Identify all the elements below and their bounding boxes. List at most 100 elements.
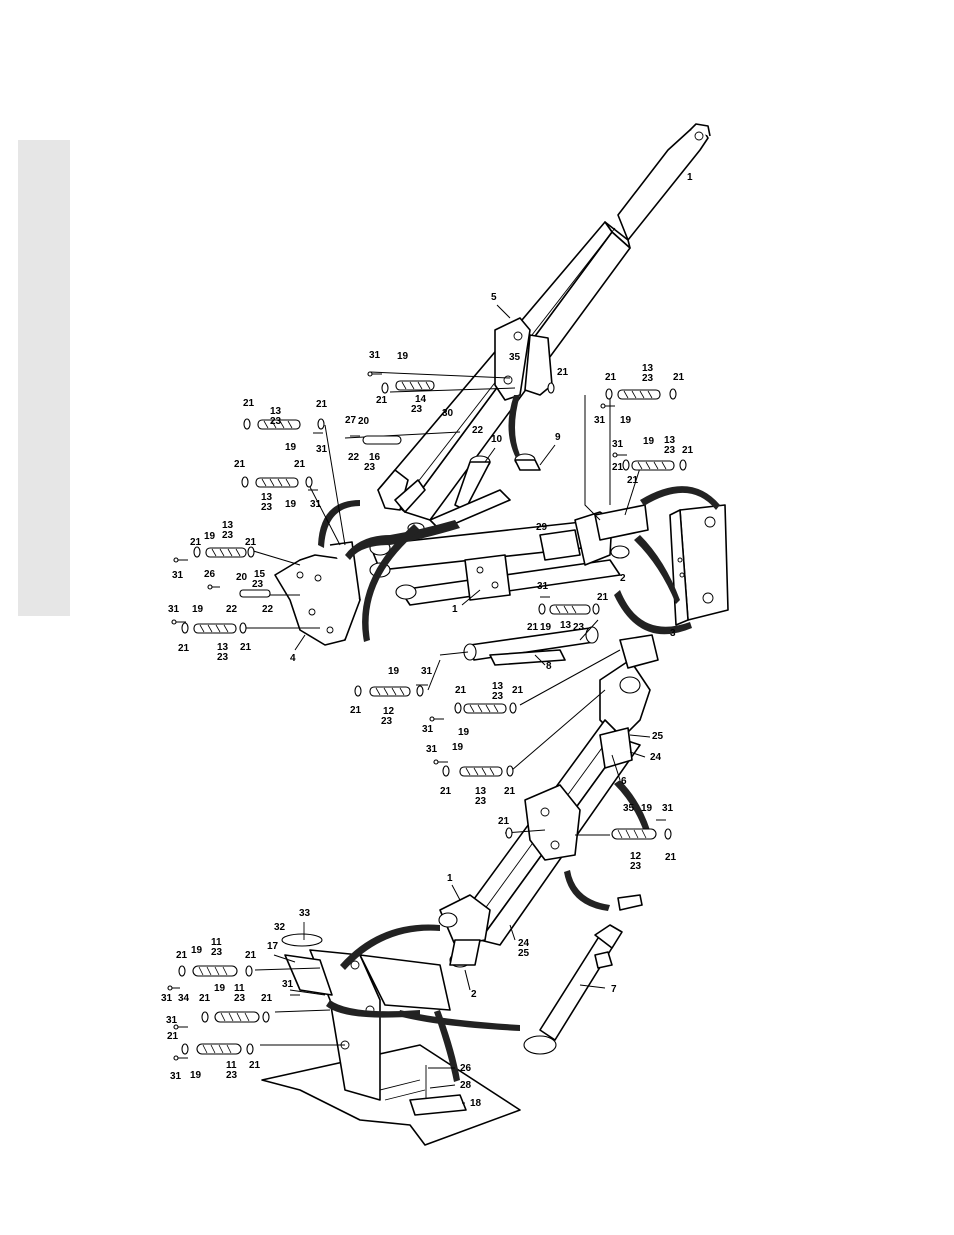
callout-label: 12 <box>383 706 395 717</box>
callout-label: 23 <box>270 416 282 427</box>
callout-label: 19 <box>620 415 632 426</box>
callout-label: 1 <box>447 873 453 884</box>
callout-label: 23 <box>211 947 223 958</box>
callout-label: 6 <box>621 776 627 787</box>
callout-label: 34 <box>178 993 190 1004</box>
callout-label: 31 <box>426 744 438 755</box>
callout-label: 21 <box>665 852 677 863</box>
callout-label: 21 <box>294 459 306 470</box>
callout-label: 1 <box>687 172 693 183</box>
callout-label: 9 <box>555 432 561 443</box>
callout-label: 21 <box>199 993 211 1004</box>
dipper-arm <box>377 123 711 521</box>
callout-label: 31 <box>369 350 381 361</box>
pin-13-h <box>463 703 507 714</box>
callout-label: 24 <box>650 752 662 763</box>
hardware-pins <box>167 371 687 1061</box>
pin-13-f <box>193 623 237 634</box>
callout-label: 16 <box>369 452 381 463</box>
callout-label: 31 <box>316 444 328 455</box>
callout-label: 21 <box>440 786 452 797</box>
callout-label: 21 <box>245 950 257 961</box>
callout-label: 23 <box>222 530 234 541</box>
callout-label: 20 <box>358 416 370 427</box>
callout-label: 23 <box>492 691 504 702</box>
callout-label: 31 <box>310 499 322 510</box>
washers <box>178 382 687 1055</box>
pin-13-g <box>549 604 591 615</box>
callout-label: 31 <box>282 979 294 990</box>
callout-label: 15 <box>254 569 266 580</box>
callout-label: 7 <box>611 984 617 995</box>
callout-label: 35 <box>509 352 521 363</box>
callout-label: 31 <box>170 1071 182 1082</box>
base-frame <box>261 922 521 1146</box>
callout-label: 21 <box>627 475 639 486</box>
callout-label: 22 <box>348 452 360 463</box>
callout-label: 23 <box>364 462 376 473</box>
callout-label: 19 <box>285 442 297 453</box>
side-tab <box>18 140 70 616</box>
callout-label: 31 <box>662 803 674 814</box>
callout-label: 3 <box>670 628 676 639</box>
callout-label: 31 <box>161 993 173 1004</box>
callout-label: 31 <box>537 581 549 592</box>
callout-label: 11 <box>211 937 222 948</box>
leader-lines <box>245 304 651 1104</box>
callout-label: 21 <box>504 786 516 797</box>
callout-label: 21 <box>682 445 694 456</box>
callout-label: 28 <box>460 1080 472 1091</box>
callout-label: 19 <box>190 1070 202 1081</box>
callout-label: 13 <box>270 406 282 417</box>
callout-label: 11 <box>226 1060 237 1071</box>
boom-upper-assembly <box>369 504 649 606</box>
callout-label: 21 <box>376 395 388 406</box>
callout-label: 23 <box>217 652 229 663</box>
callout-label: 31 <box>166 1015 178 1026</box>
callout-label: 13 <box>492 681 504 692</box>
callout-label: 21 <box>249 1060 261 1071</box>
swing-bracket <box>274 541 361 646</box>
callout-label: 23 <box>381 716 393 727</box>
callout-label: 31 <box>594 415 606 426</box>
callout-label: 22 <box>472 425 484 436</box>
callout-label: 21 <box>243 398 255 409</box>
callout-label: 21 <box>605 372 617 383</box>
callout-label: 31 <box>612 439 624 450</box>
callout-label: 23 <box>642 373 654 384</box>
pin-16 <box>362 435 402 445</box>
pin-13-e <box>205 547 247 558</box>
callout-label: 21 <box>597 592 609 603</box>
callout-label: 21 <box>455 685 467 696</box>
callout-label: 23 <box>573 622 585 633</box>
callout-label: 13 <box>261 492 273 503</box>
callout-label: 23 <box>226 1070 238 1081</box>
callout-label: 23 <box>664 445 676 456</box>
callout-label: 19 <box>452 742 464 753</box>
callout-label: 19 <box>458 727 470 738</box>
callout-label: 19 <box>540 622 552 633</box>
callout-label: 21 <box>512 685 524 696</box>
callout-label: 23 <box>475 796 487 807</box>
callout-label: 32 <box>274 922 286 933</box>
callout-label: 2 <box>620 573 626 584</box>
callout-label: 26 <box>460 1063 472 1074</box>
callout-label: 21 <box>261 993 273 1004</box>
callout-label: 25 <box>518 948 530 959</box>
callout-label: 13 <box>475 786 487 797</box>
callout-label: 14 <box>415 394 427 405</box>
callout-label: 23 <box>411 404 423 415</box>
callout-label: 33 <box>299 908 311 919</box>
pin-13-i <box>459 766 503 777</box>
callout-label: 19 <box>191 945 203 956</box>
hydraulic-cylinder-8 <box>439 626 599 666</box>
callout-label: 19 <box>643 436 655 447</box>
callout-label: 4 <box>290 653 296 664</box>
callout-label: 8 <box>546 661 552 672</box>
callout-label: 19 <box>192 604 204 615</box>
callout-label: 22 <box>262 604 274 615</box>
callout-label: 2 <box>471 989 477 1000</box>
lower-boom <box>438 634 659 968</box>
